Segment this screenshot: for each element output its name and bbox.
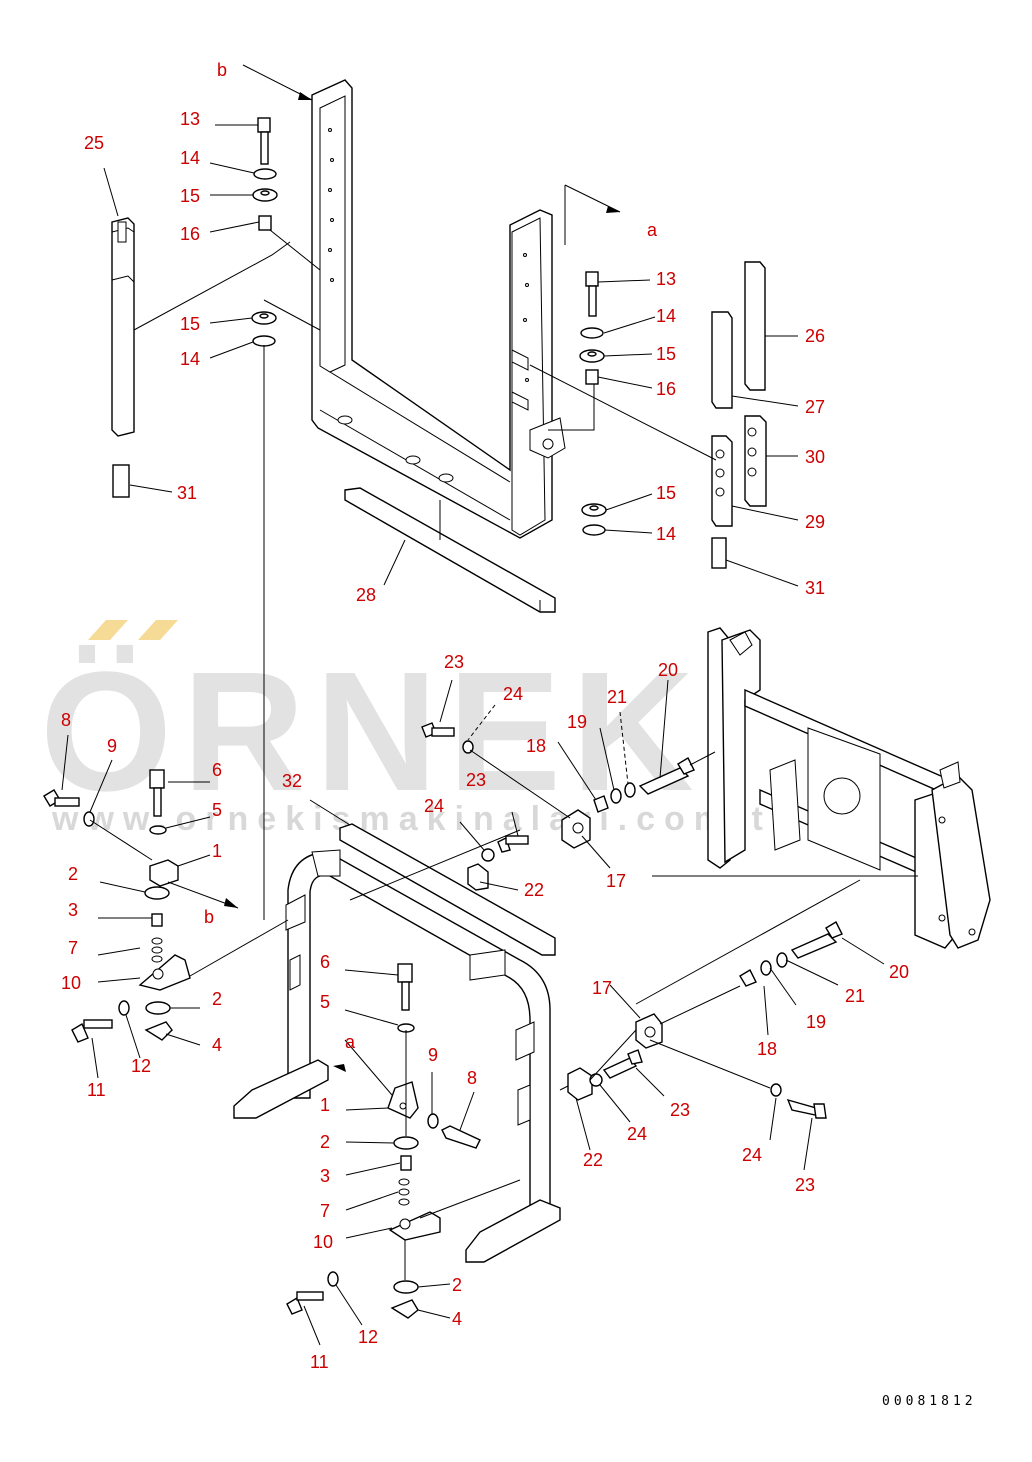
callout-4-left: 4 — [212, 1035, 222, 1055]
callout-29: 29 — [805, 512, 825, 532]
callout-16-right: 16 — [656, 379, 676, 399]
callout-5-center: 5 — [320, 992, 330, 1012]
callout-18-bottom: 18 — [757, 1039, 777, 1059]
callout-15-right-2: 15 — [656, 483, 676, 503]
callout-13-left: 13 — [180, 109, 200, 129]
drawing-number: 00081812 — [882, 1394, 977, 1409]
leader-lines — [61, 64, 918, 1346]
callout-14-right: 14 — [656, 306, 676, 326]
callout-16-left: 16 — [180, 224, 200, 244]
callout-28: 28 — [356, 585, 376, 605]
callout-5-left: 5 — [212, 800, 222, 820]
callout-24-bottom: 24 — [627, 1124, 647, 1144]
bracket-assembly-left — [43, 769, 191, 1043]
callout-b-mid: b — [204, 907, 214, 927]
callout-a-mid: a — [345, 1032, 356, 1052]
callout-14-left-2: 14 — [180, 349, 200, 369]
callout-23-top-2: 23 — [466, 770, 486, 790]
part-25-bar — [111, 217, 135, 437]
callout-6-left: 6 — [212, 760, 222, 780]
callout-3-center: 3 — [320, 1166, 330, 1186]
callout-17-bottom: 17 — [592, 978, 612, 998]
callout-22-top: 22 — [524, 880, 544, 900]
callout-9-left: 9 — [107, 736, 117, 756]
callout-12-left: 12 — [131, 1056, 151, 1076]
callout-15-left: 15 — [180, 186, 200, 206]
callout-9-center: 9 — [428, 1045, 438, 1065]
callout-21-bottom: 21 — [845, 986, 865, 1006]
bar-32 — [339, 823, 556, 956]
callout-23-bottom-2: 23 — [795, 1175, 815, 1195]
callout-31-left: 31 — [177, 483, 197, 503]
block-31-right — [711, 537, 727, 569]
callout-labels: b a 13 14 15 16 15 14 25 31 13 14 15 16 … — [61, 60, 909, 1372]
callout-15-left-2: 15 — [180, 314, 200, 334]
callout-2-center-2: 2 — [452, 1275, 462, 1295]
callout-8-left: 8 — [61, 710, 71, 730]
callout-27: 27 — [805, 397, 825, 417]
callout-30: 30 — [805, 447, 825, 467]
callout-2-left-2: 2 — [212, 989, 222, 1009]
callout-7-center: 7 — [320, 1201, 330, 1221]
callout-19-bottom: 19 — [806, 1012, 826, 1032]
callout-6-center: 6 — [320, 952, 330, 972]
watermark-accent-right — [138, 620, 178, 640]
callout-14-left: 14 — [180, 148, 200, 168]
callout-24-bottom-2: 24 — [742, 1145, 762, 1165]
callout-17-top: 17 — [606, 871, 626, 891]
callout-11-left: 11 — [87, 1080, 106, 1100]
callout-b-top: b — [217, 60, 227, 80]
callout-12-center: 12 — [358, 1327, 378, 1347]
callout-15-right: 15 — [656, 344, 676, 364]
callout-24-top-2: 24 — [424, 796, 444, 816]
block-31-left — [112, 464, 130, 498]
link-assembly-bottom — [567, 921, 843, 1119]
beam-28 — [344, 487, 556, 613]
callout-14-right-2: 14 — [656, 524, 676, 544]
callout-13-right: 13 — [656, 269, 676, 289]
callout-32: 32 — [282, 771, 302, 791]
callout-1-left: 1 — [212, 841, 222, 861]
callout-24-top: 24 — [503, 684, 523, 704]
watermark-accent-left — [88, 620, 128, 640]
callout-10-left: 10 — [61, 973, 81, 993]
lower-rops-frame — [233, 849, 561, 1263]
callout-a-top: a — [647, 220, 658, 240]
callout-20-bottom: 20 — [889, 962, 909, 982]
callout-26: 26 — [805, 326, 825, 346]
callout-20-top: 20 — [658, 660, 678, 680]
callout-18-top: 18 — [526, 736, 546, 756]
callout-3-left: 3 — [68, 900, 78, 920]
callout-8-center: 8 — [467, 1068, 477, 1088]
callout-7-left: 7 — [68, 938, 78, 958]
callout-22-bottom: 22 — [583, 1150, 603, 1170]
callout-31-right: 31 — [805, 578, 825, 598]
right-main-frame — [707, 627, 991, 949]
fastener-stack-top-right — [579, 271, 607, 536]
watermark-url: www.ornekismakinalari.com.tr — [51, 800, 794, 838]
bracket-assembly-center — [286, 963, 481, 1319]
callout-21-top: 21 — [607, 687, 627, 707]
upper-u-frame — [311, 79, 566, 539]
callout-1-center: 1 — [320, 1095, 330, 1115]
callout-25: 25 — [84, 133, 104, 153]
callout-10-center: 10 — [313, 1232, 333, 1252]
callout-11-center: 11 — [310, 1352, 329, 1372]
watermark: ÖRNEK www.ornekismakinalari.com.tr — [40, 620, 794, 838]
plates-26-30 — [711, 261, 767, 527]
callout-23-bottom: 23 — [670, 1100, 690, 1120]
callout-4-center: 4 — [452, 1309, 462, 1329]
callout-2-left: 2 — [68, 864, 78, 884]
link-assembly-top — [421, 722, 695, 891]
watermark-brand: ÖRNEK — [40, 637, 704, 827]
callout-19-top: 19 — [567, 712, 587, 732]
callout-2-center: 2 — [320, 1132, 330, 1152]
callout-23-top: 23 — [444, 652, 464, 672]
